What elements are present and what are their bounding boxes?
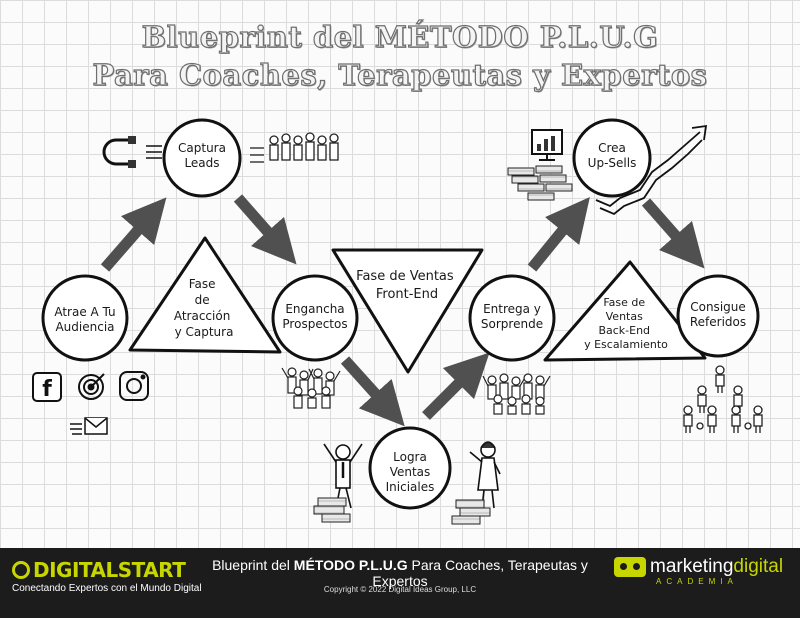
footer-title: Blueprint del MÉTODO P.L.U.G Para Coache… [212, 557, 588, 589]
title-line-1: Blueprint del MÉTODO P.L.U.G [141, 19, 659, 54]
people-icon [683, 365, 763, 433]
money-stack-icon [313, 497, 491, 525]
phase-label-frontend: Fase de Ventas Front-End [356, 269, 458, 302]
instagram-icon [119, 371, 149, 401]
target-icon [78, 373, 105, 400]
svg-text:f: f [42, 377, 52, 402]
email-icon [70, 417, 108, 435]
footer-bar: DIGITALSTART Conectando Expertos con el … [0, 548, 800, 618]
magnet-icon [102, 136, 162, 168]
g-logo-icon [12, 561, 30, 579]
crowd-icon [482, 373, 551, 415]
arrow-crea-to-consigue [641, 198, 705, 269]
phase-label-backend: Fase de Ventas Back-End y Escalamiento [584, 296, 668, 351]
money-stack-icon [507, 165, 573, 201]
title-line-2: Para Coaches, Terapeutas y Expertos [92, 57, 708, 92]
footer-copyright: Copyright © 2022 Digital Ideas Group, LL… [323, 585, 477, 594]
arrow-engancha-to-logra [340, 356, 405, 427]
facebook-icon: f [32, 372, 62, 402]
celebrating-person-icon [469, 441, 501, 509]
phase-triangle-backend [543, 260, 707, 362]
phase-label-atraccion: Fase de Atracción y Captura [174, 277, 234, 339]
crowd-icon [250, 132, 339, 163]
controller-logo-icon [614, 557, 646, 577]
phase-triangle-atraccion [128, 236, 282, 354]
arrow-captura-to-engancha [233, 194, 297, 265]
arrow-atrae-to-captura [100, 197, 167, 272]
brand-right-sub: ACADEMIA [656, 577, 738, 586]
flow-arrows [100, 194, 705, 427]
crowd-icon [281, 367, 341, 409]
brand-left-tagline: Conectando Expertos con el Mundo Digital [12, 583, 202, 594]
monitor-chart-icon [531, 129, 563, 161]
arrow-logra-to-entrega [422, 352, 490, 420]
brand-left-name: DIGITALSTART [33, 558, 186, 582]
marketing-digital-logo: marketingdigital ACADEMIA [614, 556, 783, 586]
phase-triangle-frontend [331, 248, 484, 374]
plug-diagram: Fase de Atracción y Captura Fase de Vent… [32, 118, 763, 525]
digitalstart-logo: DIGITALSTART Conectando Expertos con el … [12, 558, 202, 594]
arrow-entrega-to-crea [527, 196, 590, 272]
growth-arrow-icon [595, 124, 708, 216]
